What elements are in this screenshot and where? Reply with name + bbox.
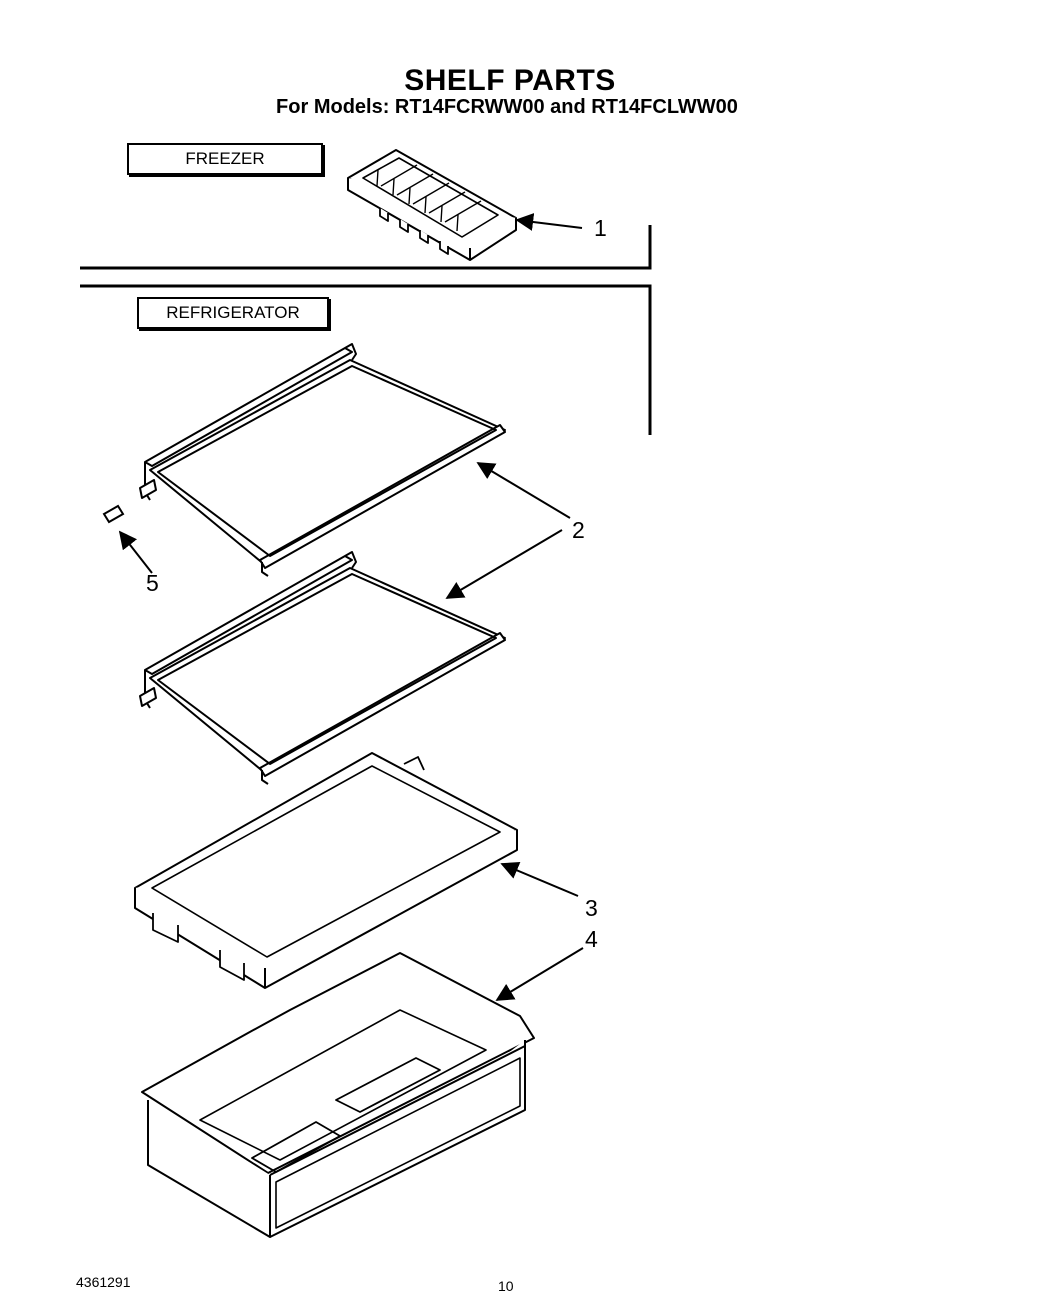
page-title: SHELF PARTS: [404, 64, 616, 97]
section-divider-lines: [80, 225, 652, 435]
wire-shelf-upper: [139, 343, 506, 577]
document-number: 4361291: [76, 1274, 131, 1290]
page-number: 10: [498, 1278, 514, 1294]
callout-2: 2: [572, 517, 585, 543]
callout-3: 3: [585, 895, 598, 921]
wire-shelf-lower: [139, 551, 506, 785]
crisper-drawer: [141, 952, 535, 1238]
callout-4: 4: [585, 926, 598, 952]
ice-tray: [347, 149, 517, 261]
freezer-section-label: FREEZER: [127, 143, 323, 175]
models-subtitle: For Models: RT14FCRWW00 and RT14FCLWW00: [276, 96, 738, 118]
callout-1: 1: [594, 215, 607, 241]
callout-5: 5: [146, 570, 159, 596]
leader-lines: [118, 213, 584, 1001]
refrigerator-section-label: REFRIGERATOR: [137, 297, 329, 329]
crisper-cover-shelf: [134, 752, 518, 989]
shelf-end-cap: [102, 504, 125, 524]
